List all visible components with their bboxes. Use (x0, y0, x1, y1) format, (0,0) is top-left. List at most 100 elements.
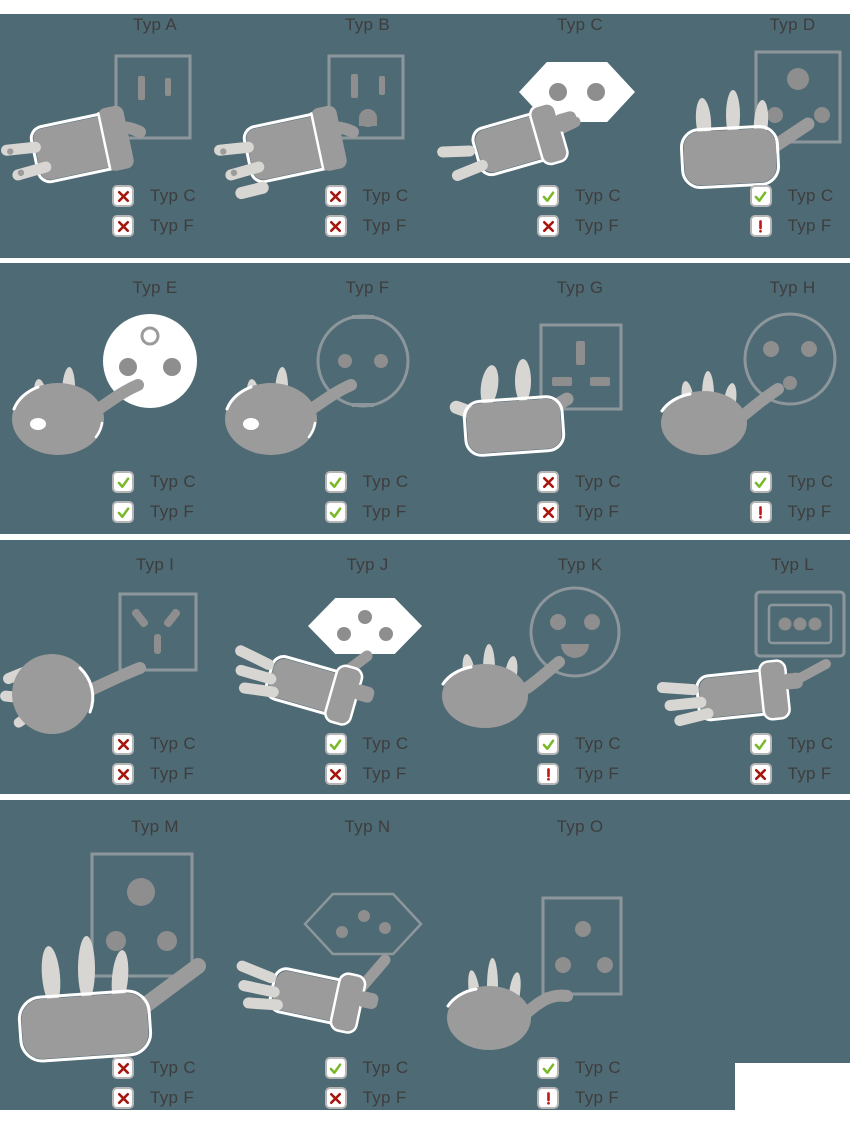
compatibility-row: Typ F (112, 501, 196, 523)
compatibility-label: Typ C (150, 1058, 196, 1077)
compatibility-badges: Typ C Typ F (749, 185, 834, 237)
plug-cell-typ-k: Typ K Typ C Typ F (425, 540, 638, 794)
cross-icon (324, 185, 347, 207)
plug-type-label: Typ E (132, 278, 178, 297)
plug-type-label: Typ L (770, 555, 815, 574)
typ-e-plug-socket-illustration (12, 314, 197, 455)
typ-b-plug-socket-illustration (213, 54, 404, 200)
compatibility-row: Typ C (537, 471, 621, 493)
check-icon (324, 733, 347, 755)
plug-type-label: Typ O (556, 817, 604, 836)
plug-cell-typ-i: Typ I Typ C Typ F (0, 540, 213, 794)
compatibility-badges: Typ C Typ F (324, 733, 409, 785)
compatibility-label: Typ F (150, 502, 195, 521)
compatibility-label: Typ C (362, 186, 409, 205)
compatibility-label: Typ C (787, 734, 834, 753)
compatibility-label: Typ C (787, 186, 834, 205)
compatibility-label: Typ C (362, 734, 409, 753)
compatibility-badges: Typ C Typ F (112, 1057, 196, 1109)
compatibility-badges: Typ C Typ F (112, 185, 196, 237)
compatibility-row: Typ C (324, 1057, 409, 1079)
cross-icon (324, 1087, 347, 1109)
typ-o-plug-socket-illustration (446, 896, 623, 1050)
exclamation-icon (749, 215, 772, 237)
plug-type-label: Typ J (346, 555, 389, 574)
plug-type-label: Typ B (345, 15, 390, 34)
typ-j-plug-socket-illustration (234, 598, 422, 726)
compatibility-label: Typ C (575, 186, 621, 205)
cross-icon (112, 215, 134, 237)
exclamation-icon (537, 763, 559, 785)
typ-l-plug-socket-illustration (656, 590, 845, 727)
plug-cell-typ-a: Typ A Typ C Typ F (0, 14, 213, 258)
plug-row-1: Typ A Typ C Typ F Typ B Typ C Typ F Typ … (0, 14, 850, 258)
compatibility-row: Typ F (112, 763, 196, 785)
cross-icon (112, 185, 134, 207)
compatibility-label: Typ C (362, 1058, 409, 1077)
compatibility-row: Typ C (749, 733, 834, 755)
compatibility-badges: Typ C Typ F (324, 1057, 409, 1109)
compatibility-row: Typ F (324, 501, 409, 523)
compatibility-label: Typ C (150, 734, 196, 753)
compatibility-row: Typ C (537, 1057, 621, 1079)
compatibility-row: Typ F (537, 763, 621, 785)
typ-k-plug-socket-illustration (441, 586, 621, 728)
check-icon (112, 471, 134, 493)
typ-f-plug-socket-illustration (224, 314, 409, 455)
check-icon (324, 471, 347, 493)
compatibility-label: Typ F (575, 764, 620, 783)
compatibility-label: Typ F (150, 216, 195, 235)
compatibility-label: Typ C (575, 472, 621, 491)
cross-icon (749, 763, 772, 785)
plug-type-label: Typ G (556, 278, 604, 297)
compatibility-label: Typ C (362, 472, 409, 491)
compatibility-label: Typ F (575, 1088, 620, 1107)
compatibility-badges: Typ C Typ F (112, 733, 196, 785)
check-icon (324, 1057, 347, 1079)
compatibility-row: Typ F (324, 215, 409, 237)
plug-type-label: Typ C (557, 15, 603, 34)
typ-a-plug-socket-illustration (1, 54, 192, 184)
compatibility-label: Typ C (150, 472, 196, 491)
compatibility-row: Typ C (112, 1057, 196, 1079)
plug-cell-typ-f: Typ F Typ C Typ F (213, 263, 426, 534)
compatibility-label: Typ F (362, 216, 407, 235)
compatibility-row: Typ C (537, 185, 621, 207)
compatibility-row: Typ C (749, 471, 834, 493)
compatibility-badges: Typ C Typ F (537, 471, 621, 523)
plug-cell-typ-n: Typ N Typ C Typ F (213, 800, 426, 1110)
typ-g-plug-socket-illustration (449, 323, 623, 457)
plug-row-3: Typ I Typ C Typ F Typ J Typ C Typ F Typ … (0, 540, 850, 794)
compatibility-row: Typ F (749, 763, 834, 785)
compatibility-label: Typ C (575, 1058, 621, 1077)
plug-type-label: Typ A (132, 15, 178, 34)
cross-icon (112, 733, 134, 755)
plug-type-label: Typ I (135, 555, 175, 574)
compatibility-row: Typ C (112, 733, 196, 755)
compatibility-row: Typ F (324, 1087, 409, 1109)
compatibility-row: Typ C (112, 185, 196, 207)
cross-icon (324, 215, 347, 237)
compatibility-label: Typ F (362, 502, 407, 521)
compatibility-badges: Typ C Typ F (324, 185, 409, 237)
compatibility-label: Typ C (787, 472, 834, 491)
check-icon (324, 501, 347, 523)
cross-icon (112, 1057, 134, 1079)
compatibility-label: Typ F (787, 216, 832, 235)
plug-type-grid: Typ A Typ C Typ F Typ B Typ C Typ F Typ … (0, 14, 850, 1110)
compatibility-badges: Typ C Typ F (324, 471, 409, 523)
compatibility-row: Typ F (537, 215, 621, 237)
compatibility-label: Typ F (575, 502, 620, 521)
cross-icon (112, 763, 134, 785)
plug-cell-typ-d: Typ D Typ C Typ F (638, 14, 850, 258)
plug-cell-typ-o: Typ O Typ C Typ F (425, 800, 638, 1110)
plug-type-label: Typ F (345, 278, 390, 297)
plug-cell-typ-e: Typ E Typ C Typ F (0, 263, 213, 534)
cross-icon (537, 501, 559, 523)
plug-cell-typ-g: Typ G Typ C Typ F (425, 263, 638, 534)
corner-cutout (735, 1063, 850, 1133)
compatibility-badges: Typ C Typ F (537, 733, 621, 785)
compatibility-label: Typ F (787, 502, 832, 521)
typ-m-plug-socket-illustration (17, 852, 206, 1063)
